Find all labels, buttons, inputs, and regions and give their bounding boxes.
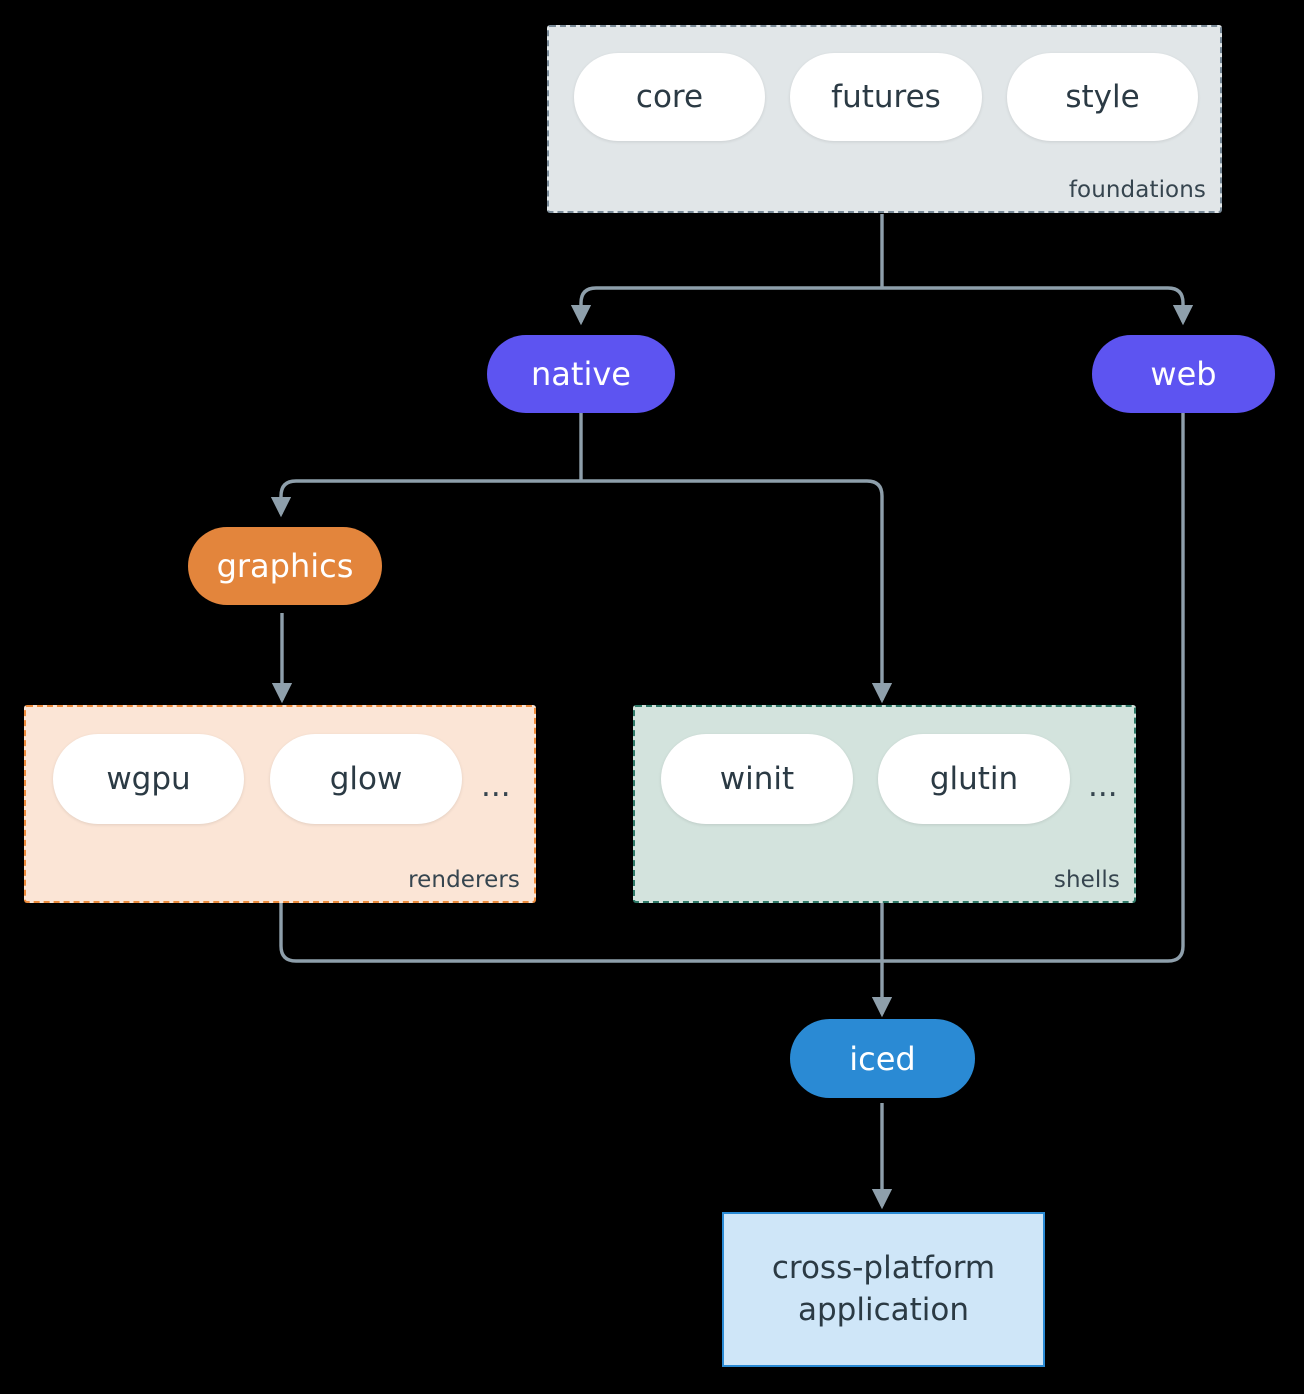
- leaf-wgpu[interactable]: wgpu: [53, 734, 244, 824]
- node-cross-platform-application[interactable]: cross-platform application: [722, 1212, 1045, 1367]
- cluster-foundations: core futures style foundations: [547, 25, 1222, 213]
- application-line-1: cross-platform: [771, 1249, 996, 1286]
- leaf-glow[interactable]: glow: [270, 734, 462, 824]
- leaf-winit[interactable]: winit: [661, 734, 853, 824]
- cluster-label-foundations: foundations: [1068, 177, 1206, 203]
- leaf-glutin[interactable]: glutin: [878, 734, 1070, 824]
- cluster-label-renderers: renderers: [408, 867, 520, 893]
- edge-native-to-shells: [581, 479, 893, 704]
- leaf-futures[interactable]: futures: [790, 53, 982, 141]
- node-graphics[interactable]: graphics: [188, 527, 382, 605]
- edge-foundations-to-native: [570, 286, 882, 326]
- cluster-shells: winit glutin ... shells: [633, 705, 1136, 903]
- leaf-style[interactable]: style: [1007, 53, 1198, 141]
- edge-foundations-to-web: [882, 286, 1194, 326]
- node-iced[interactable]: iced: [790, 1019, 975, 1098]
- shells-more-ellipsis: ...: [1088, 768, 1118, 804]
- application-line-2: application: [798, 1291, 969, 1328]
- renderers-more-ellipsis: ...: [481, 768, 511, 804]
- cluster-label-shells: shells: [1053, 867, 1120, 893]
- node-native[interactable]: native: [487, 335, 675, 413]
- node-web[interactable]: web: [1092, 335, 1275, 413]
- edge-native-to-graphics: [270, 479, 581, 518]
- leaf-core[interactable]: core: [574, 53, 765, 141]
- edge-renderers-to-iced: [279, 903, 882, 963]
- cluster-renderers: wgpu glow ... renderers: [24, 705, 536, 903]
